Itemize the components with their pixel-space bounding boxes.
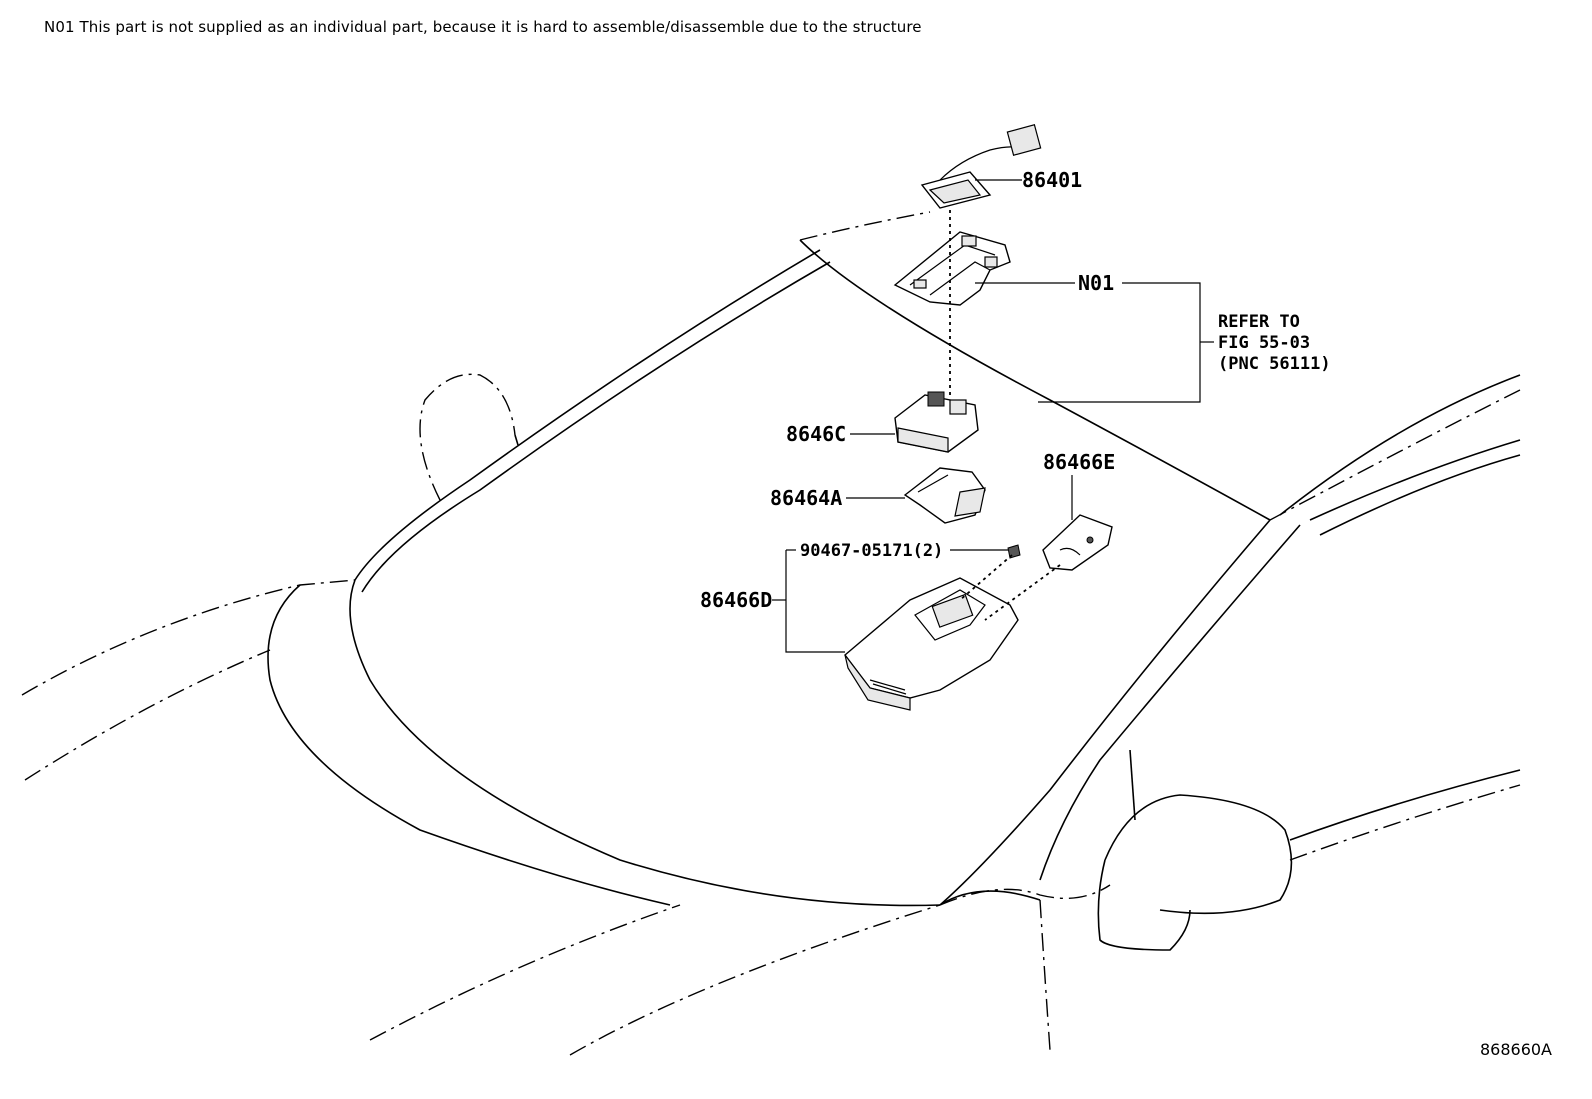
callout-n01: N01 bbox=[1078, 271, 1114, 295]
part-86466e-cover bbox=[1042, 514, 1113, 571]
reference-line-3: (PNC 56111) bbox=[1218, 354, 1331, 374]
callout-labels: 86401 N01 8646C 86464A 86466E 90467-0517… bbox=[700, 168, 1115, 612]
footnote-n01: N01 This part is not supplied as an indi… bbox=[44, 18, 922, 36]
part-n01-bracket bbox=[893, 231, 1011, 306]
callout-8646c: 8646C bbox=[786, 422, 846, 446]
part-86464a-bracket bbox=[903, 467, 986, 524]
callout-86401: 86401 bbox=[1022, 168, 1082, 192]
diagram-id: 868660A bbox=[1479, 1040, 1552, 1059]
assembly-lines bbox=[949, 210, 1061, 621]
part-86466d-cover bbox=[844, 577, 1019, 711]
callout-86464a: 86464A bbox=[770, 486, 842, 510]
reference-note: REFER TO FIG 55-03 (PNC 56111) bbox=[1218, 312, 1331, 374]
leader-lines bbox=[772, 179, 1214, 653]
reference-line-2: FIG 55-03 bbox=[1218, 333, 1310, 353]
part-86401-sensor-harness bbox=[920, 124, 1042, 209]
callout-86466d: 86466D bbox=[700, 588, 772, 612]
part-8646c-camera bbox=[894, 391, 979, 453]
vehicle-outline bbox=[21, 211, 1521, 1056]
callout-86466e: 86466E bbox=[1043, 450, 1115, 474]
reference-line-1: REFER TO bbox=[1218, 312, 1300, 332]
callout-90467-05171: 90467-05171(2) bbox=[800, 541, 943, 561]
